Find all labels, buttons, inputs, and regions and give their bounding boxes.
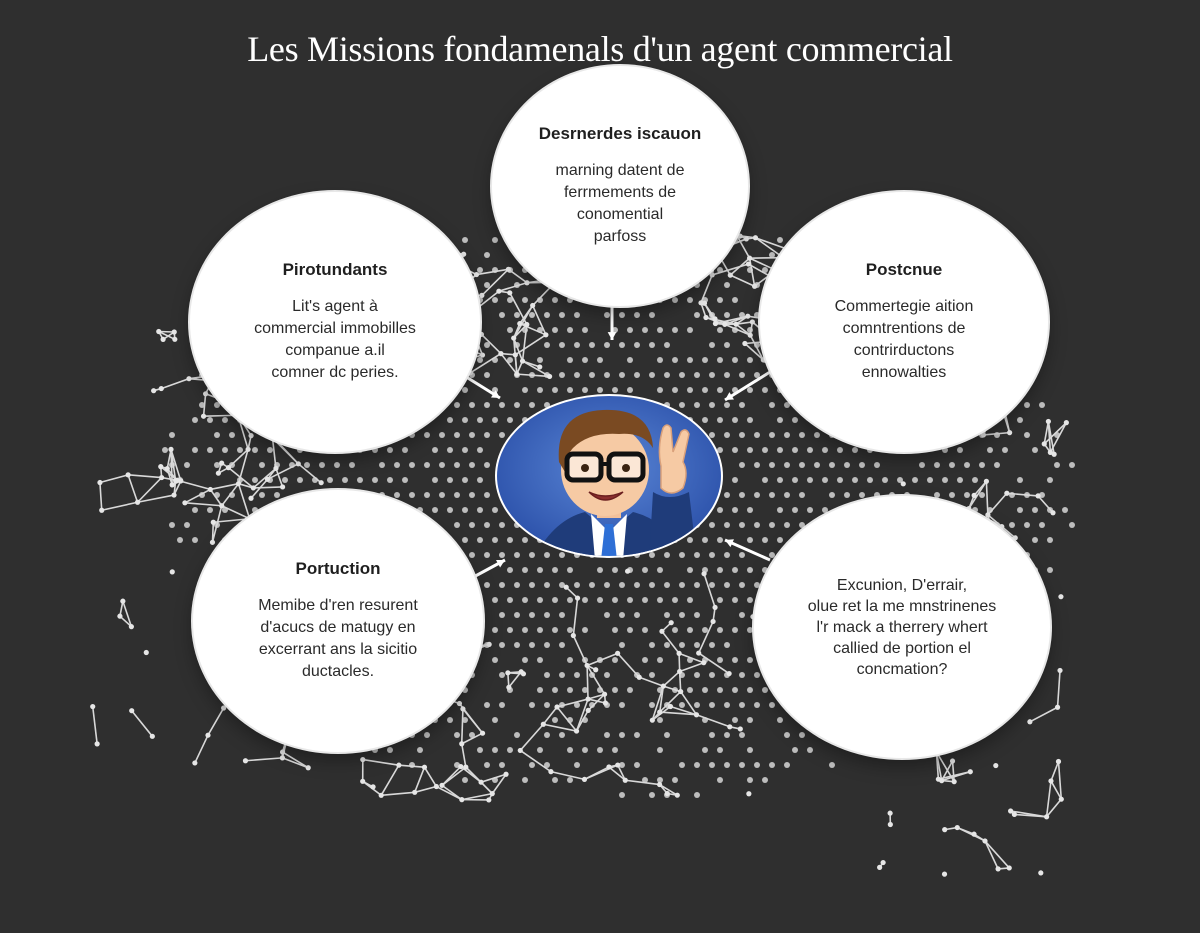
bubble-text: Memibe d'ren resurent d'acucs de matugy … (258, 597, 418, 680)
agent-avatar-icon (493, 392, 725, 560)
bubble-text: marning datent de ferrmements de conomen… (555, 162, 685, 245)
mission-bubble-top-right: Postcnue Commertegie aition comntrention… (760, 192, 1048, 452)
mission-bubble-top: Desrnerdes iscauon marning datent de fer… (492, 66, 748, 306)
arrow-icon (724, 370, 771, 402)
bubble-text: Commertegie aition comntrentions de cont… (834, 298, 974, 381)
mission-bubble-bottom-right: Excunion, D'errair, olue ret la me mnstr… (754, 496, 1050, 758)
page-title: Les Missions fondamenals d'un agent comm… (247, 29, 953, 69)
bubble-heading: Portuction (295, 559, 381, 578)
bubble-heading: Pirotundants (282, 260, 388, 279)
mission-bubble-bottom-left: Portuction Memibe d'ren resurent d'acucs… (193, 490, 483, 752)
bubble-text: Lit's agent à commercial immobilles comp… (254, 298, 416, 381)
mission-bubble-top-left: Pirotundants Lit's agent à commercial im… (190, 192, 480, 452)
arrow-icon (724, 538, 771, 562)
bubble-text: Excunion, D'errair, olue ret la me mnstr… (807, 576, 997, 678)
bubble-heading: Desrnerdes iscauon (538, 124, 702, 143)
bubble-heading: Postcnue (865, 260, 943, 279)
